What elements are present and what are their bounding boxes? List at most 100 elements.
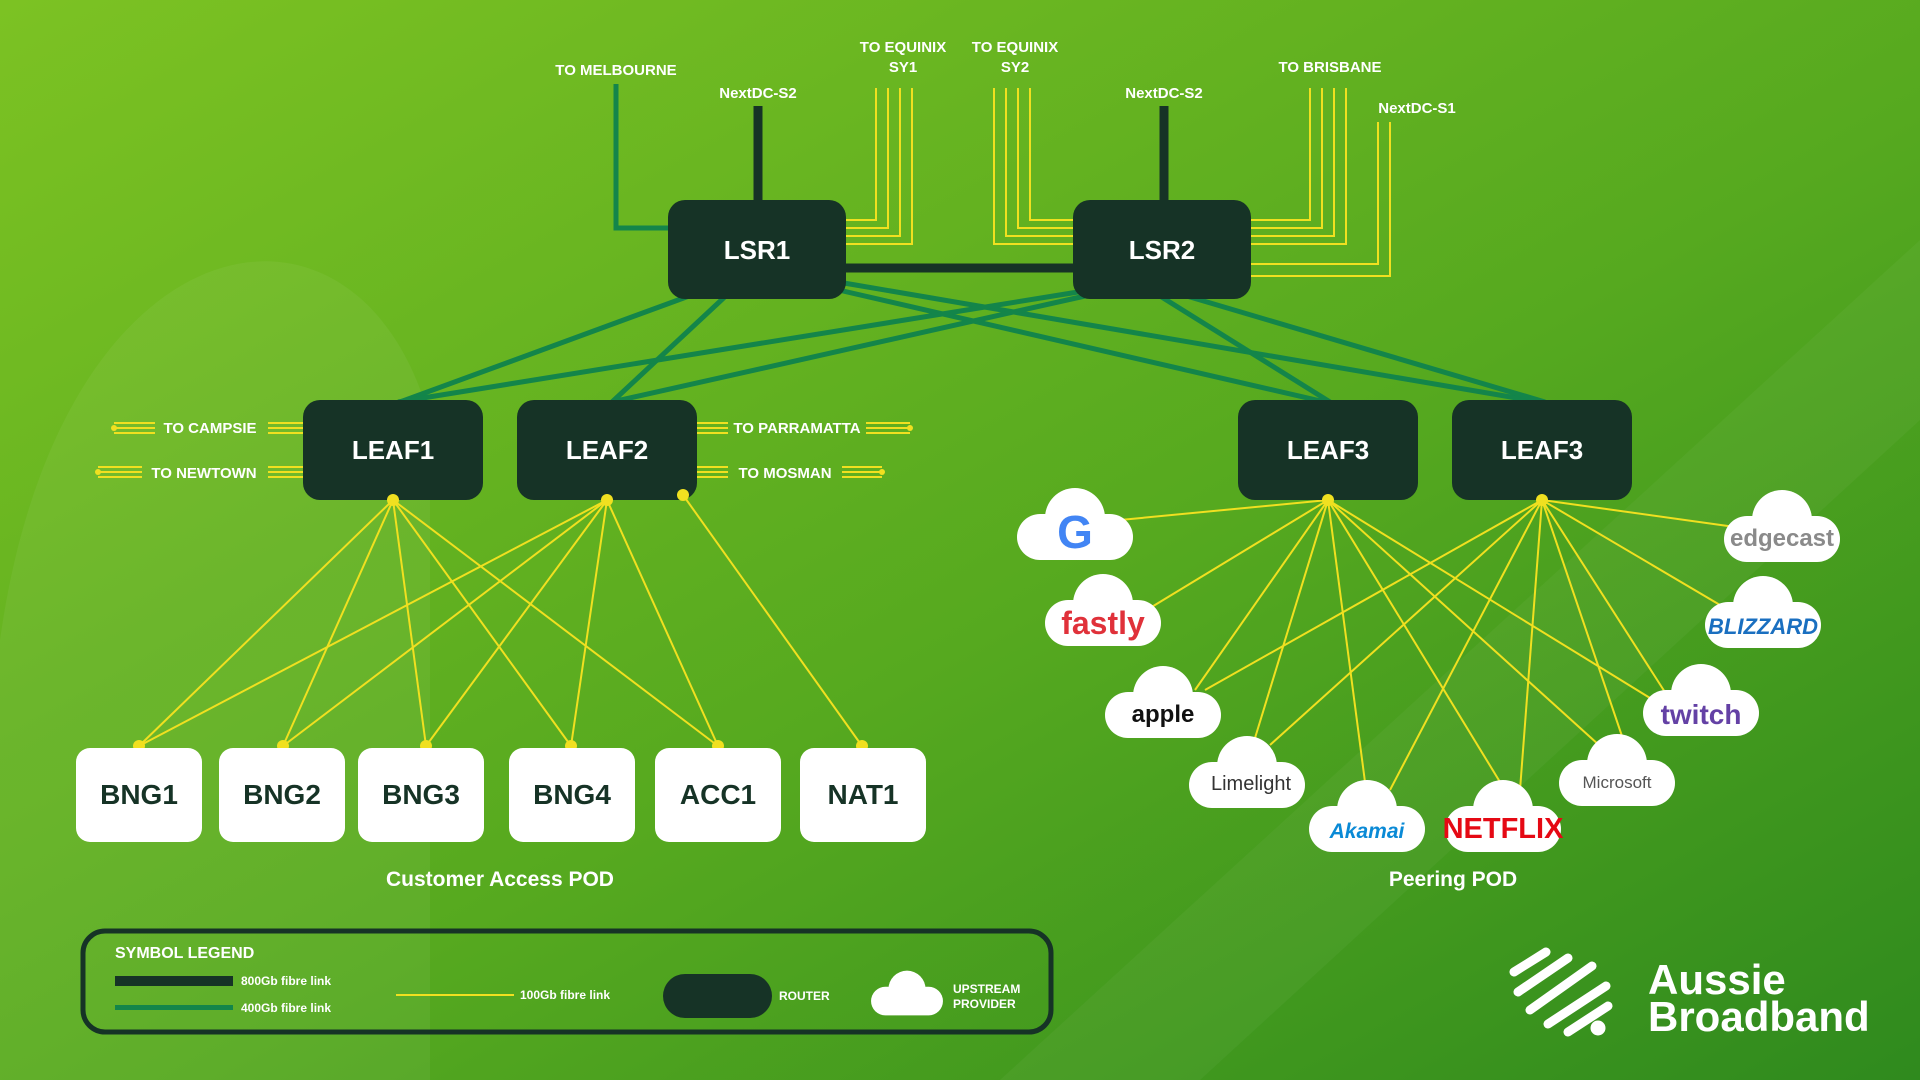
node-bng4[interactable] <box>509 748 635 842</box>
node-bng1[interactable] <box>76 748 202 842</box>
twitch-logo: twitch <box>1661 699 1742 730</box>
router-lsr2-label: LSR2 <box>1129 235 1195 265</box>
brand-line1: Aussie <box>1648 956 1786 1003</box>
link-leaf1-bng2 <box>282 499 394 747</box>
legend-800g-swatch <box>115 976 233 986</box>
link-lsr1-leaf2 <box>610 290 732 404</box>
legend-100g-label: 100Gb fibre link <box>520 988 610 1002</box>
provider-netflix[interactable]: NETFLIX <box>1443 780 1564 852</box>
remote-site-bundles <box>95 422 913 478</box>
provider-twitch[interactable]: twitch <box>1643 664 1759 736</box>
legend-upstream-line2: PROVIDER <box>953 997 1016 1011</box>
link-leaf3a-limelight <box>1254 499 1329 739</box>
router-leaf2[interactable] <box>517 400 697 500</box>
links-800g <box>753 106 1169 273</box>
link-lsr2-leaf2 <box>611 293 1086 405</box>
label-to-equinix-sy1-line1: TO EQUINIX <box>860 39 946 56</box>
link-leaf2-bng2 <box>282 499 608 747</box>
provider-fastly[interactable]: fastly <box>1045 574 1161 646</box>
bundle-equinix-sy2-1 <box>1029 88 1073 221</box>
legend-400g-label: 400Gb fibre link <box>241 1001 331 1015</box>
node-bng3[interactable] <box>358 748 484 842</box>
provider-limelight[interactable]: Limelight <box>1189 736 1305 808</box>
provider-google[interactable]: G <box>1017 488 1133 560</box>
provider-blizzard[interactable]: BLIZZARD <box>1705 576 1821 648</box>
label-to-newtown: TO NEWTOWN <box>151 465 256 482</box>
label-to-equinix-sy1-line2: SY1 <box>889 59 917 76</box>
label-to-campsie: TO CAMPSIE <box>163 420 256 437</box>
link-leaf3a-google <box>1119 499 1329 521</box>
label-to-brisbane: TO BRISBANE <box>1278 59 1381 76</box>
node-nat1[interactable] <box>800 748 926 842</box>
label-to-mosman: TO MOSMAN <box>738 465 831 482</box>
upstream-labels: TO MELBOURNE NextDC-S2 TO EQUINIX SY1 TO… <box>555 39 1455 117</box>
node-nat1-label: NAT1 <box>827 779 898 810</box>
bundle-equinix-sy1-1 <box>846 88 877 221</box>
link-leaf3a-fastly <box>1149 499 1329 609</box>
link-leaf3a-netflix <box>1327 499 1501 783</box>
google-logo: G <box>1057 506 1093 558</box>
router-leaf2-label: LEAF2 <box>566 435 648 465</box>
link-leaf1-bng3 <box>392 499 427 747</box>
node-acc1[interactable] <box>655 748 781 842</box>
link-leaf3a-microsoft <box>1327 499 1611 756</box>
microsoft-logo: Microsoft <box>1583 773 1652 792</box>
link-lsr2-leaf3b <box>1179 291 1546 405</box>
link-lsr1-leaf1 <box>399 289 701 405</box>
label-nextdc-s2-left: NextDC-S2 <box>719 85 797 102</box>
bundle-brisbane-1 <box>1250 88 1311 221</box>
label-to-equinix-sy2-line1: TO EQUINIX <box>972 39 1058 56</box>
router-leaf3b[interactable] <box>1452 400 1632 500</box>
router-lsr1-label: LSR1 <box>724 235 790 265</box>
limelight-logo: Limelight <box>1211 773 1291 795</box>
bundle-brisbane-2 <box>1250 88 1323 229</box>
link-leaf3b-akamai <box>1389 499 1543 791</box>
link-leaf2-nat1 <box>682 494 863 747</box>
access-nodes: BNG1 BNG2 BNG3 BNG4 ACC1 NAT1 <box>76 748 926 842</box>
provider-akamai[interactable]: Akamai <box>1309 780 1425 852</box>
link-leaf2-bng4 <box>570 499 608 747</box>
bundle-equinix-sy1-4 <box>846 88 913 245</box>
netflix-logo: NETFLIX <box>1443 813 1564 845</box>
provider-edgecast[interactable]: edgecast <box>1724 490 1840 562</box>
fastly-logo: fastly <box>1061 605 1145 641</box>
links-100g <box>138 494 1736 791</box>
node-bng2[interactable] <box>219 748 345 842</box>
symbol-legend: SYMBOL LEGEND 800Gb fibre link 400Gb fib… <box>80 928 1054 1035</box>
router-leaf1[interactable] <box>303 400 483 500</box>
bundle-nextdc-s1-2 <box>1250 122 1391 277</box>
bundle-brisbane-4 <box>1250 88 1347 245</box>
legend-router-label: ROUTER <box>779 989 830 1003</box>
router-leaf3b-label: LEAF3 <box>1501 435 1583 465</box>
legend-title: SYMBOL LEGEND <box>115 945 254 962</box>
router-lsr2[interactable] <box>1073 200 1251 299</box>
bundle-equinix-sy2-4 <box>993 88 1073 245</box>
brand: Aussie Broadband <box>1509 947 1870 1040</box>
provider-microsoft[interactable]: Microsoft <box>1559 734 1675 806</box>
link-leaf3a-apple <box>1194 499 1329 691</box>
upstream-bundles <box>846 88 1391 277</box>
link-lsr1-leaf3a <box>829 285 1326 405</box>
bundle-equinix-sy2-2 <box>1017 88 1073 229</box>
link-leaf3a-akamai <box>1327 499 1366 783</box>
router-leaf3a[interactable] <box>1238 400 1418 500</box>
legend-upstream-line1: UPSTREAM <box>953 982 1020 996</box>
provider-apple[interactable]: apple <box>1105 666 1221 738</box>
link-leaf3b-edgecast <box>1541 499 1736 528</box>
node-bng3-label: BNG3 <box>382 779 460 810</box>
bundle-equinix-sy1-2 <box>846 88 889 229</box>
router-leaf1-label: LEAF1 <box>352 435 434 465</box>
blizzard-logo: BLIZZARD <box>1708 614 1818 639</box>
bundle-equinix-sy1-3 <box>846 88 901 237</box>
router-lsr1[interactable] <box>668 200 846 299</box>
bundle-newtown <box>98 466 308 478</box>
background-stripe <box>1000 240 1920 1080</box>
pod-label-customer-access: Customer Access POD <box>386 868 614 891</box>
bundle-equinix-sy2-3 <box>1005 88 1073 237</box>
link-leaf1-bng1 <box>138 499 394 747</box>
link-leaf1-bng4 <box>392 499 572 747</box>
providers: G fastly apple Limelight Akamai NETFLIX … <box>1017 488 1840 852</box>
node-acc1-label: ACC1 <box>680 779 756 810</box>
router-leaf3a-label: LEAF3 <box>1287 435 1369 465</box>
